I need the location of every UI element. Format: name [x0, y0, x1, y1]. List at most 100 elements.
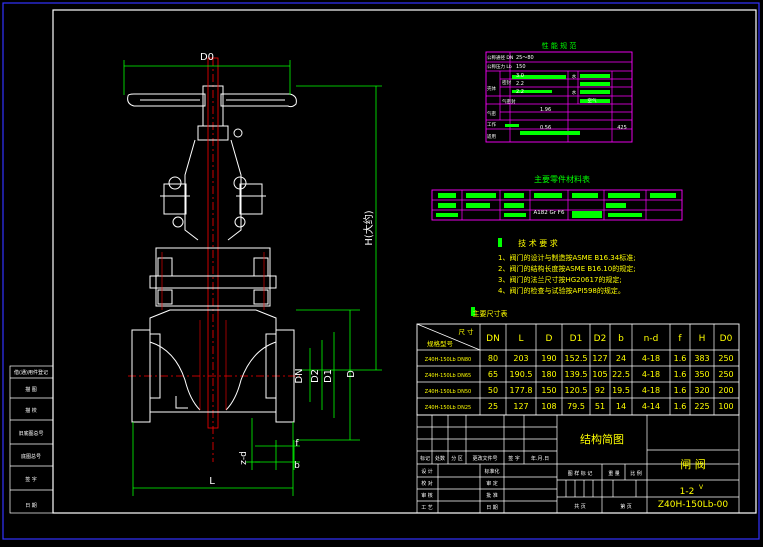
perf-row-label: 气密封: [502, 98, 516, 105]
sheet-label: 第 页: [620, 503, 632, 510]
revision-label: 签 字: [508, 455, 520, 462]
dim-table-corner-top: 尺 寸: [458, 327, 474, 336]
dim-table-cell: 383: [694, 354, 709, 363]
dim-table-header: DN: [486, 334, 500, 344]
performance-table: [485, 51, 633, 143]
dim-table-header: D0: [720, 334, 733, 344]
dim-label-d0: D0: [200, 52, 214, 63]
tech-req-item: 1、阀门的设计与制造按ASME B16.34标准;: [498, 253, 636, 262]
perf-value: 425: [617, 125, 627, 131]
dim-table-cell: 51: [595, 402, 605, 411]
signoff-label: 审 核: [421, 492, 433, 499]
dim-table-header: D: [546, 334, 553, 344]
dim-table-cell: 200: [718, 386, 733, 395]
dim-table-cell: 190.5: [510, 370, 533, 379]
dim-table-cell: 50: [488, 386, 498, 395]
perf-row-label: 气密: [487, 110, 496, 117]
dim-table-cell: 152.5: [565, 354, 588, 363]
side-table-label: 签 字: [25, 476, 37, 483]
perf-value: 2.2: [516, 89, 524, 95]
tech-req-item: 4、阀门的检查与试验按API598的规定。: [498, 286, 625, 295]
sheet-label: 共 页: [574, 503, 586, 510]
dim-table-header: D1: [570, 334, 583, 344]
side-table-label: 描 图: [25, 386, 37, 393]
dim-table-cell: 250: [718, 370, 733, 379]
perf-value: 25～80: [516, 55, 534, 61]
dim-table-cell: 22.5: [612, 370, 630, 379]
perf-value: 0.56: [540, 125, 551, 131]
signoff-label: 工 艺: [421, 505, 433, 511]
perf-value: 1.96: [540, 107, 551, 113]
model-number: Z40H-150Lb-00: [658, 500, 729, 510]
perf-table-title: 性 能 规 范: [542, 41, 577, 50]
perf-row-label: 公称通径 DN: [487, 54, 513, 61]
dim-table-cell: 127: [592, 354, 607, 363]
perf-row-label: 壳体: [487, 85, 496, 92]
materials-title: 主要零件材料表: [534, 174, 590, 184]
dim-table-cell: 203: [513, 354, 528, 363]
perf-value: 3.0: [516, 73, 524, 79]
dim-table-cell: 1.6: [674, 354, 687, 363]
revision-label: 处数: [435, 455, 445, 462]
dim-table-cell: 4-18: [642, 370, 660, 379]
dim-table-model: Z40H-150Lb DN25: [425, 405, 471, 411]
dim-label-b: b: [294, 461, 300, 471]
revision-label: 标记: [420, 455, 430, 462]
dim-table-cell: 139.5: [565, 370, 588, 379]
dim-table-cell: 177.8: [510, 386, 533, 395]
approval-label: 日 期: [486, 505, 498, 511]
side-table-grid: [9, 365, 54, 514]
product-name: 闸 阀: [680, 457, 706, 471]
dim-table-cell: 320: [694, 386, 709, 395]
perf-row-label: 工作: [487, 121, 496, 128]
dim-table-cell: 25: [488, 402, 498, 411]
dim-table-cell: 100: [718, 402, 733, 411]
revision-label: 年.月.日: [531, 455, 549, 462]
perf-value: 2.2: [516, 81, 524, 87]
dim-label-dn: DN: [294, 368, 305, 383]
perf-medium-label: 水: [572, 73, 577, 80]
outer-frame: [2, 2, 760, 540]
perf-row-label: 密封: [502, 79, 511, 86]
dim-table-cell: 65: [488, 370, 498, 379]
revision-label: 更改文件号: [472, 455, 497, 462]
dim-table-cell: 1.6: [674, 402, 687, 411]
dim-label-l: L: [209, 476, 215, 487]
perf-row-label: 公称压力 Lb: [487, 63, 512, 70]
approval-label: 审 定: [486, 480, 498, 487]
dim-table-header: b: [618, 334, 624, 344]
dim-table-header: f: [678, 334, 682, 344]
dim-table-header: H: [699, 334, 706, 344]
dim-table-cell: 250: [718, 354, 733, 363]
dim-table-cell: 24: [616, 354, 626, 363]
dim-table-header: n-d: [644, 334, 659, 344]
dim-table-corner-bottom: 规格型号: [427, 339, 454, 348]
side-table-label: 旧底图总号: [18, 430, 43, 437]
dim-table-cell: 4-18: [642, 354, 660, 363]
dim-table-cell: 80: [488, 354, 498, 363]
revision-label: 分 区: [451, 455, 463, 462]
dim-label-d2: D2: [310, 369, 321, 383]
dim-label-zd: z-d: [239, 451, 249, 465]
dim-table-cell: 4-18: [642, 386, 660, 395]
materials-cell: A182 Gr F6: [534, 210, 565, 216]
dim-label-d: D: [346, 370, 357, 378]
dim-table-cell: 79.5: [567, 402, 585, 411]
approval-label: 标准化: [484, 468, 499, 475]
side-table-label: 借(通)用件登记: [14, 369, 48, 376]
dim-table-cell: 350: [694, 370, 709, 379]
perf-value: 150: [516, 64, 526, 70]
dim-label-f: f: [295, 439, 299, 449]
stage-label: 重 量: [608, 470, 620, 477]
title-block-grid: [416, 414, 740, 514]
valve-drawing: [127, 57, 300, 462]
drawing-name: 结构简图: [580, 432, 624, 446]
dim-table-header: D2: [594, 334, 607, 344]
side-table-label: 日 期: [25, 503, 37, 509]
dim-label-h: H(大约): [362, 210, 375, 245]
perf-medium-label: 水: [572, 89, 577, 96]
scale-label: 1-2: [680, 487, 695, 497]
signoff-label: 设 计: [421, 468, 433, 475]
